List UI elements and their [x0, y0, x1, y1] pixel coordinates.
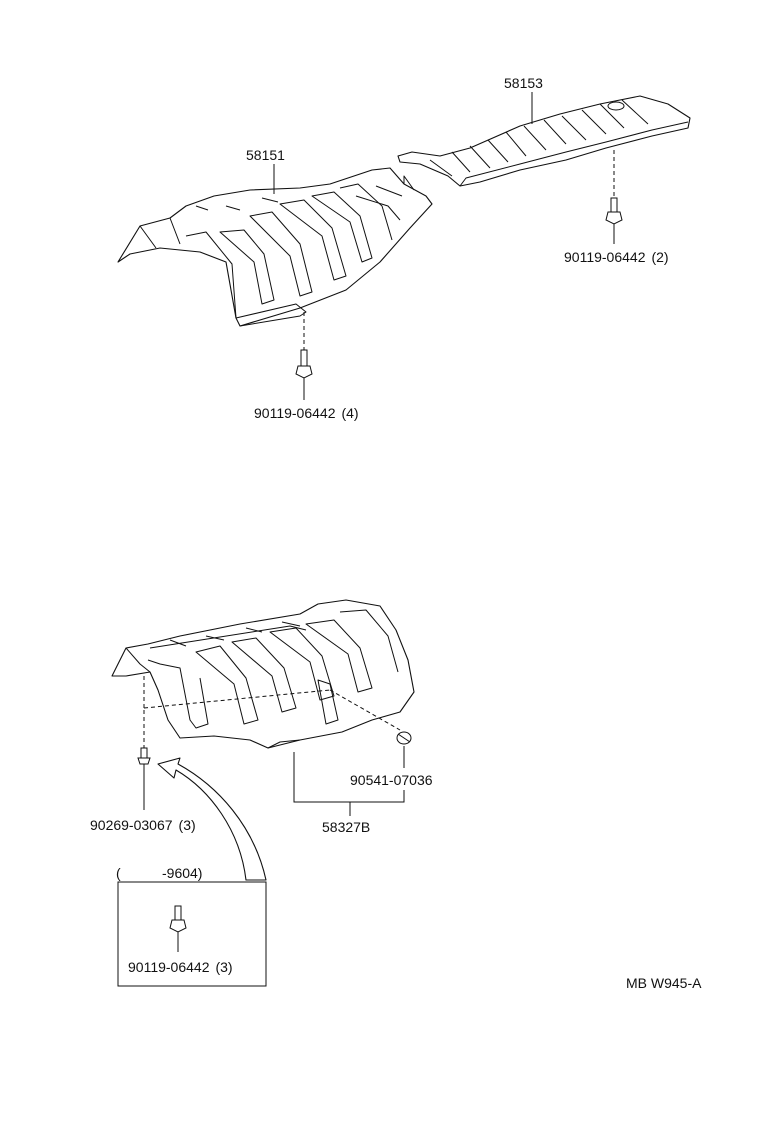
label-58153: 58153 — [504, 75, 543, 91]
figure-code: MB W945-A — [626, 975, 702, 991]
arrow-icon — [157, 757, 267, 881]
label-bolt-front: 90119-06442(4) — [254, 405, 359, 421]
rivet-icon — [137, 747, 151, 810]
bolt-icon-rear — [605, 197, 623, 225]
bolt-icon-front — [295, 349, 313, 379]
heat-insulator-58151 — [117, 167, 433, 327]
heat-insulator-58327b — [111, 599, 415, 749]
inset-range-end: -9604) — [162, 865, 202, 881]
bracket-58327b — [293, 752, 405, 803]
label-bolt-rear: 90119-06442(2) — [564, 249, 669, 265]
label-clip: 90541-07036 — [350, 772, 433, 788]
heat-insulator-58153 — [397, 95, 691, 187]
label-58327b: 58327B — [322, 819, 370, 835]
dash-attach — [143, 676, 401, 731]
bolt-icon-inset — [169, 905, 187, 933]
clip-icon — [396, 731, 412, 745]
label-bolt-inset: 90119-06442(3) — [128, 959, 233, 975]
inset-box — [117, 881, 267, 987]
label-rivet: 90269-03067(3) — [90, 817, 196, 833]
label-58151: 58151 — [246, 147, 285, 163]
inset-range-open: ( — [116, 865, 121, 881]
